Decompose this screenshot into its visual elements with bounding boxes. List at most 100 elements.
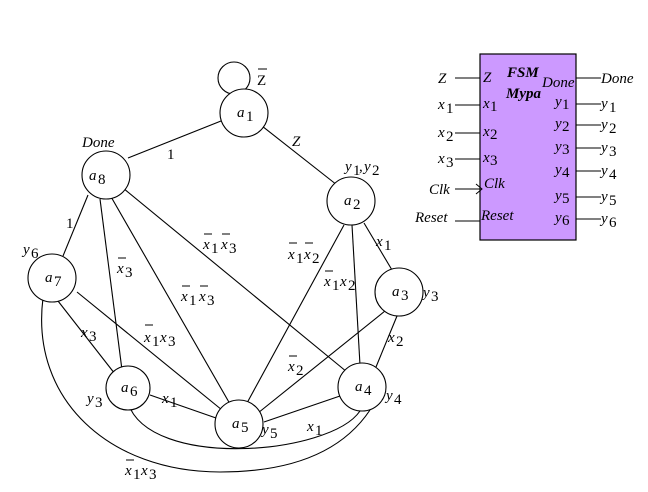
svg-text:5: 5 [270, 426, 278, 442]
svg-text:x: x [482, 96, 490, 112]
svg-text:3: 3 [490, 153, 498, 169]
svg-text:1: 1 [315, 423, 323, 439]
transition-condition-labels: Z 1 Z 1 x 1 x 3 x 3 x 1 x 2 x 1 [66, 68, 404, 483]
svg-text:4: 4 [394, 392, 402, 408]
svg-text:1: 1 [170, 395, 178, 411]
output-a3: y 3 [421, 285, 439, 305]
svg-text:4: 4 [609, 167, 617, 183]
svg-text:x: x [202, 237, 210, 253]
svg-text:3: 3 [168, 334, 176, 350]
svg-text:y: y [599, 189, 608, 205]
edge-a7-a6 [57, 300, 116, 375]
edge-a8-a5 [109, 194, 231, 405]
svg-text:y: y [553, 188, 562, 204]
svg-text:6: 6 [31, 246, 39, 262]
state-a1: a 1 [219, 88, 269, 138]
svg-text:x: x [339, 274, 347, 290]
edge-a7-a5 [76, 291, 223, 411]
svg-text:x: x [482, 124, 490, 140]
cond-a8-a4: x 1 x 3 [202, 233, 237, 257]
svg-text:1: 1 [211, 241, 219, 257]
svg-text:2: 2 [296, 363, 304, 379]
svg-text:x: x [143, 330, 151, 346]
svg-text:2: 2 [446, 129, 454, 145]
svg-text:x: x [124, 463, 132, 479]
svg-text:1: 1 [353, 163, 361, 179]
svg-text:a: a [121, 380, 129, 396]
svg-text:x: x [437, 97, 445, 113]
svg-text:Reset: Reset [480, 208, 514, 224]
svg-text:y: y [599, 96, 608, 112]
svg-text:2: 2 [609, 121, 617, 137]
svg-text:Clk: Clk [429, 182, 450, 198]
svg-text:8: 8 [98, 172, 106, 188]
svg-text:1: 1 [152, 334, 160, 350]
cond-a6-a1-arc: x 1 x 3 [124, 459, 157, 483]
state-a8: a 8 [81, 150, 131, 200]
svg-text:1: 1 [490, 99, 498, 115]
svg-text:x: x [323, 274, 331, 290]
svg-text:5: 5 [562, 191, 570, 207]
cond-a6-a5: x 1 [161, 391, 178, 411]
edge-a2-a3 [363, 222, 393, 271]
edge-a6-a4-arc [127, 402, 361, 450]
svg-text:4: 4 [364, 383, 372, 399]
edge-a8-a7 [62, 194, 89, 257]
svg-text:3: 3 [229, 241, 237, 257]
svg-text:a: a [355, 379, 363, 395]
svg-text:1: 1 [609, 100, 617, 116]
svg-text:3: 3 [149, 467, 157, 483]
state-a2: a 2 [326, 176, 376, 226]
output-a8-done: Done [81, 135, 115, 151]
edge-a8-a6 [99, 198, 123, 371]
svg-text:a: a [232, 416, 240, 432]
svg-text:y: y [599, 211, 608, 227]
svg-text:y: y [384, 388, 393, 404]
output-a6: y 3 [85, 391, 103, 411]
svg-text:x: x [180, 289, 188, 305]
svg-text:6: 6 [130, 384, 138, 400]
svg-text:x: x [482, 150, 490, 166]
svg-text:3: 3 [609, 144, 617, 160]
cond-a1-a8: 1 [167, 147, 175, 163]
svg-text:2: 2 [372, 163, 380, 179]
svg-text:x: x [303, 247, 311, 263]
svg-text:2: 2 [396, 334, 404, 350]
fsm-output-pins [576, 77, 601, 220]
svg-text:3: 3 [89, 329, 97, 345]
svg-text:3: 3 [401, 288, 409, 304]
fsm-input-pins [455, 77, 483, 222]
svg-text:y: y [553, 162, 562, 178]
svg-text:x: x [287, 359, 295, 375]
svg-text:1: 1 [246, 109, 254, 125]
cond-a7-a5: x 1 x 3 [143, 324, 176, 350]
cond-self-loop-a1: Z [257, 68, 267, 89]
svg-text:x: x [306, 419, 314, 435]
fsm-subtitle: Mypa [505, 86, 541, 102]
svg-text:Clk: Clk [484, 176, 505, 192]
edge-a1-a8 [127, 120, 222, 159]
svg-text:x: x [287, 247, 295, 263]
svg-text:x: x [198, 289, 206, 305]
svg-text:4: 4 [562, 165, 570, 181]
edge-a2-a5 [246, 224, 345, 404]
svg-text:x: x [116, 261, 124, 277]
svg-text:y: y [599, 163, 608, 179]
svg-text:7: 7 [54, 274, 62, 290]
svg-text:3: 3 [125, 265, 133, 281]
fsm-external-outputs: Done y 1 y 2 y 3 y 4 y 5 y 6 [599, 71, 634, 231]
cond-a3-a5: x 2 [287, 355, 304, 379]
svg-text:a: a [89, 168, 97, 184]
fsm-internal-outputs: Done y 1 y 2 y 3 y 4 y 5 y 6 [541, 75, 575, 229]
svg-text:Reset: Reset [414, 210, 448, 226]
svg-text:x: x [80, 325, 88, 341]
state-a3: a 3 [374, 267, 424, 317]
svg-text:5: 5 [241, 420, 249, 436]
state-a5: a 5 [214, 399, 264, 449]
edge-a6-a5 [149, 394, 217, 419]
cond-a2-a1-return: x 1 x 2 [287, 242, 320, 267]
svg-text:2: 2 [562, 119, 570, 135]
svg-text:x: x [140, 463, 148, 479]
svg-text:3: 3 [446, 155, 454, 171]
svg-text:5: 5 [609, 193, 617, 209]
